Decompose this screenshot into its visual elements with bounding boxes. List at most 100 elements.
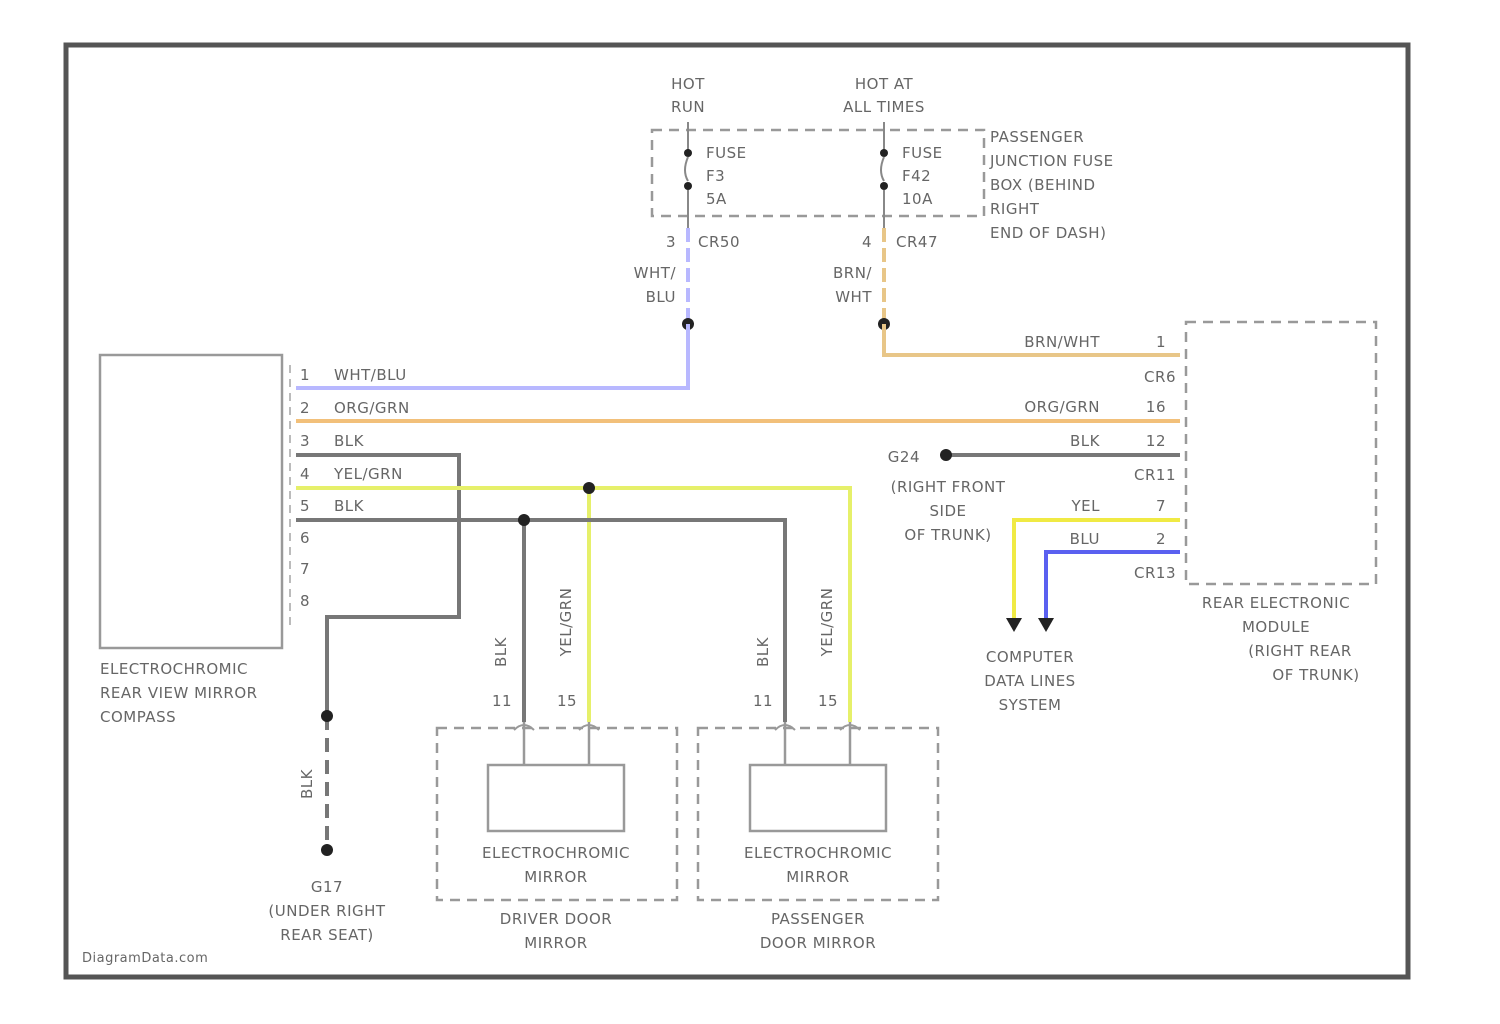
driver-wire-blk-label: BLK xyxy=(492,636,510,667)
passenger-electrochromic-mirror xyxy=(750,765,886,831)
svg-text:(UNDER RIGHT: (UNDER RIGHT xyxy=(268,902,386,920)
driver-pin-15: 15 xyxy=(557,692,577,710)
svg-text:(RIGHT FRONT: (RIGHT FRONT xyxy=(891,478,1006,496)
svg-text:BLK: BLK xyxy=(334,432,365,450)
svg-text:BLK: BLK xyxy=(334,497,365,515)
svg-text:SYSTEM: SYSTEM xyxy=(999,696,1062,714)
rem-pin-7: 7 xyxy=(1156,497,1166,515)
connector-cr47-pin: 4 xyxy=(862,233,872,251)
hot-all-times-label-1: HOT AT xyxy=(855,75,914,93)
svg-text:2: 2 xyxy=(300,399,310,417)
fuse-f3 xyxy=(684,122,692,228)
svg-text:RIGHT: RIGHT xyxy=(990,200,1040,218)
connector-cr47: CR47 xyxy=(896,233,938,251)
svg-text:7: 7 xyxy=(300,560,310,578)
svg-text:ELECTROCHROMIC: ELECTROCHROMIC xyxy=(100,660,248,678)
rem-pin-1: 1 xyxy=(1156,333,1166,351)
splice-ground-g17 xyxy=(321,710,333,722)
ground-g17-label: G17 (UNDER RIGHT REAR SEAT) xyxy=(268,878,386,944)
svg-text:MODULE: MODULE xyxy=(1242,618,1310,636)
wire-blu-data xyxy=(1046,552,1180,620)
rem-blk-label: BLK xyxy=(1070,432,1101,450)
driver-door-mirror-label: DRIVER DOOR MIRROR xyxy=(500,910,612,952)
rem-pin-12: 12 xyxy=(1146,432,1166,450)
svg-text:G17: G17 xyxy=(311,878,343,896)
wire-brn-wht-label-1: BRN/ xyxy=(833,264,872,282)
fuse-f3-number: F3 xyxy=(706,167,725,185)
svg-text:DATA LINES: DATA LINES xyxy=(984,672,1075,690)
svg-text:SIDE: SIDE xyxy=(930,502,967,520)
svg-text:ELECTROCHROMIC: ELECTROCHROMIC xyxy=(744,844,892,862)
driver-pin-11: 11 xyxy=(492,692,512,710)
rem-pin-16: 16 xyxy=(1146,398,1166,416)
svg-text:PASSENGER: PASSENGER xyxy=(771,910,865,928)
passenger-wire-yel-grn-label: YEL/GRN xyxy=(818,588,836,658)
wire-wht-blu-label-1: WHT/ xyxy=(634,264,677,282)
driver-electrochromic-label: ELECTROCHROMIC MIRROR xyxy=(482,844,630,886)
fuse-f3-label: FUSE xyxy=(706,144,747,162)
svg-text:WHT/BLU: WHT/BLU xyxy=(334,366,407,384)
ground-g24-location: (RIGHT FRONT SIDE OF TRUNK) xyxy=(891,478,1006,544)
rear-view-mirror-label: ELECTROCHROMIC REAR VIEW MIRROR COMPASS xyxy=(100,660,258,726)
passenger-junction-fuse-box xyxy=(652,130,984,216)
svg-text:REAR VIEW MIRROR: REAR VIEW MIRROR xyxy=(100,684,258,702)
rem-pin-2: 2 xyxy=(1156,530,1166,548)
svg-text:PASSENGER: PASSENGER xyxy=(990,128,1084,146)
rem-org-grn-label: ORG/GRN xyxy=(1024,398,1100,416)
svg-text:ELECTROCHROMIC: ELECTROCHROMIC xyxy=(482,844,630,862)
ground-g24-point xyxy=(940,449,952,461)
computer-data-lines-label: COMPUTER DATA LINES SYSTEM xyxy=(984,648,1075,714)
svg-text:REAR SEAT): REAR SEAT) xyxy=(280,926,373,944)
fuse-f42-rating: 10A xyxy=(902,190,933,208)
svg-text:6: 6 xyxy=(300,529,310,547)
svg-text:4: 4 xyxy=(300,465,310,483)
svg-text:8: 8 xyxy=(300,592,310,610)
svg-text:REAR ELECTRONIC: REAR ELECTRONIC xyxy=(1202,594,1350,612)
diagram-frame xyxy=(66,45,1408,977)
fuse-f42-label: FUSE xyxy=(902,144,943,162)
splice-yel-grn xyxy=(583,482,595,494)
wire-brn-wht-label-2: WHT xyxy=(835,288,872,306)
hot-run-label-2: RUN xyxy=(671,98,705,116)
watermark: DiagramData.com xyxy=(82,951,208,966)
data-line-arrow-1 xyxy=(1006,618,1022,632)
hot-all-times-label-2: ALL TIMES xyxy=(843,98,925,116)
svg-text:YEL/GRN: YEL/GRN xyxy=(333,465,403,483)
svg-text:JUNCTION FUSE: JUNCTION FUSE xyxy=(989,152,1114,170)
wire-wht-blu-label-2: BLU xyxy=(646,288,676,306)
wire-blk-pin3 xyxy=(296,455,459,716)
svg-text:MIRROR: MIRROR xyxy=(524,868,587,886)
rear-electronic-module xyxy=(1186,322,1376,584)
passenger-pin-15: 15 xyxy=(818,692,838,710)
svg-text:BOX (BEHIND: BOX (BEHIND xyxy=(990,176,1096,194)
rear-view-mirror-compass xyxy=(100,355,282,648)
passenger-wire-blk-label: BLK xyxy=(754,636,772,667)
svg-text:COMPUTER: COMPUTER xyxy=(986,648,1074,666)
svg-text:COMPASS: COMPASS xyxy=(100,708,176,726)
rem-connector-cr13: CR13 xyxy=(1134,564,1176,582)
fuse-f42 xyxy=(880,122,888,228)
passenger-door-mirror-label: PASSENGER DOOR MIRROR xyxy=(760,910,876,952)
hot-run-label-1: HOT xyxy=(671,75,705,93)
svg-text:3: 3 xyxy=(300,432,310,450)
rem-brn-wht-label: BRN/WHT xyxy=(1024,333,1100,351)
rem-blu-label: BLU xyxy=(1070,530,1100,548)
svg-text:5: 5 xyxy=(300,497,310,515)
svg-text:1: 1 xyxy=(300,366,310,384)
passenger-electrochromic-label: ELECTROCHROMIC MIRROR xyxy=(744,844,892,886)
data-line-arrow-2 xyxy=(1038,618,1054,632)
rear-electronic-module-label: REAR ELECTRONIC MODULE (RIGHT REAR OF TR… xyxy=(1202,594,1360,684)
svg-text:MIRROR: MIRROR xyxy=(524,934,587,952)
driver-wire-yel-grn-label: YEL/GRN xyxy=(557,588,575,658)
svg-text:ORG/GRN: ORG/GRN xyxy=(334,399,410,417)
driver-electrochromic-mirror xyxy=(488,765,624,831)
svg-text:OF TRUNK): OF TRUNK) xyxy=(1272,666,1359,684)
svg-text:MIRROR: MIRROR xyxy=(786,868,849,886)
svg-text:DRIVER DOOR: DRIVER DOOR xyxy=(500,910,612,928)
rem-connector-cr11: CR11 xyxy=(1134,466,1176,484)
rem-yel-label: YEL xyxy=(1071,497,1101,515)
svg-text:(RIGHT REAR: (RIGHT REAR xyxy=(1248,642,1352,660)
fuse-f42-number: F42 xyxy=(902,167,931,185)
pjb-label: PASSENGER JUNCTION FUSE BOX (BEHIND RIGH… xyxy=(989,128,1114,242)
wire-blk-pin5 xyxy=(296,520,785,722)
